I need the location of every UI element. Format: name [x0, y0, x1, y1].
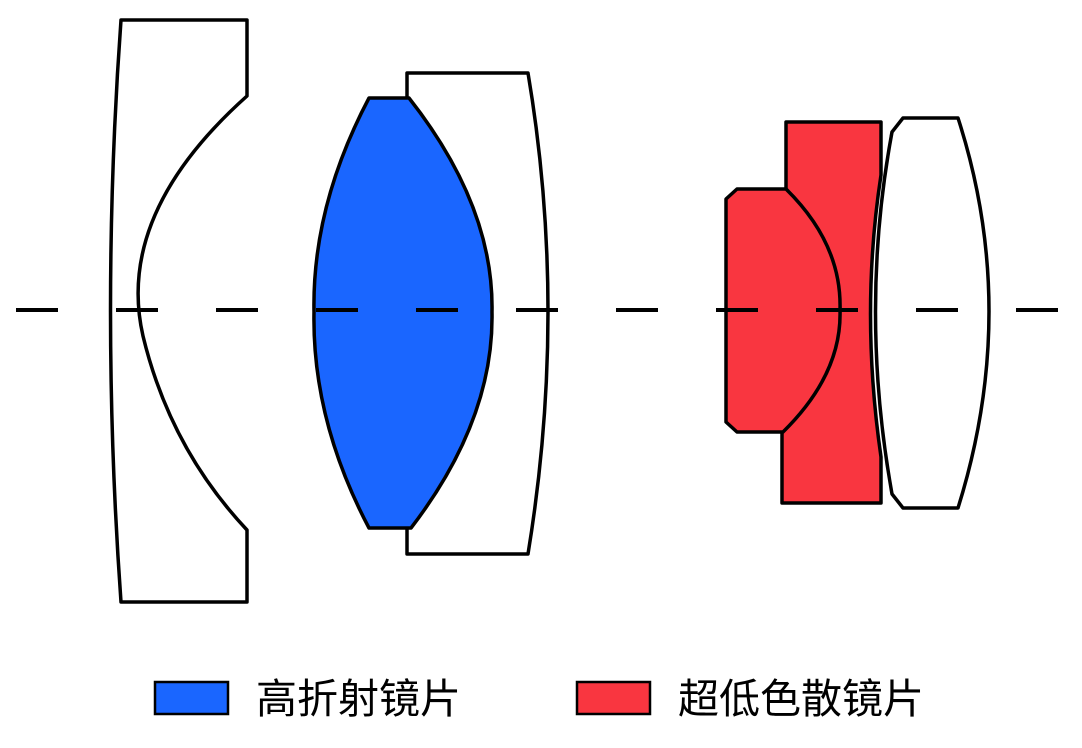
legend-label-ultra-low-dispersion: 超低色散镜片 — [678, 675, 924, 723]
lens-element-1 — [108, 18, 249, 604]
lens-element-6 — [873, 116, 991, 510]
legend: 高折射镜片 超低色散镜片 — [153, 675, 924, 723]
legend-swatch-ultra-low-dispersion — [575, 680, 652, 716]
ultra-low-dispersion-lens-front — [724, 187, 842, 434]
legend-swatch-high-refraction — [153, 680, 230, 716]
high-refraction-lens — [312, 96, 494, 530]
legend-label-high-refraction: 高折射镜片 — [256, 675, 461, 723]
